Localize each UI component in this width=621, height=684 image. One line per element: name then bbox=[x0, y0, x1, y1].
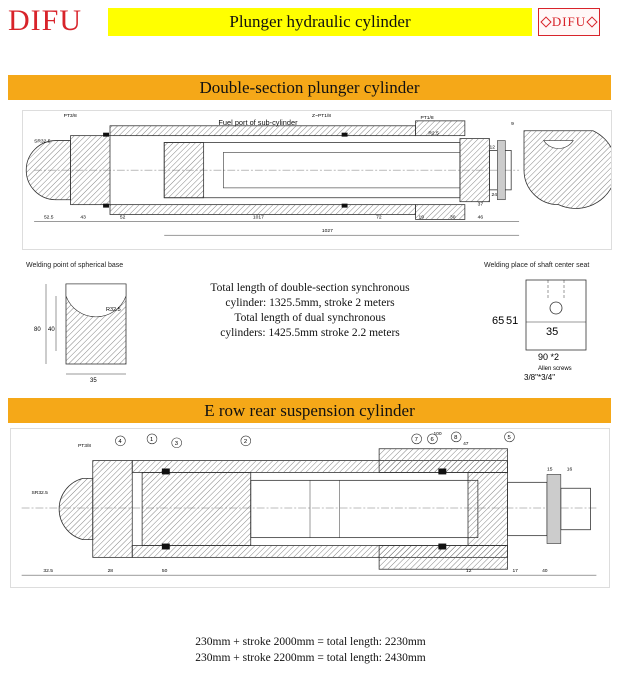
desc-line: Total length of double-section synchrono… bbox=[210, 282, 410, 294]
dim-d1: 52.5 bbox=[44, 214, 54, 220]
callout-label: 7 bbox=[415, 437, 418, 443]
dim-z-pt: Z~PT1/8 bbox=[312, 113, 331, 119]
detail-d40: 40 bbox=[48, 327, 55, 333]
dim-d5: 72 bbox=[376, 214, 382, 220]
dim-pt-left: PT3/8 bbox=[64, 113, 77, 119]
welding-right-label: Welding place of shaft center seat bbox=[484, 262, 590, 269]
callout-label: 2 bbox=[244, 439, 247, 445]
e-dim-d6: 100 bbox=[433, 431, 441, 437]
detail-r: R32.5 bbox=[106, 307, 121, 313]
spherical-base-detail: R32.5 80 40 35 bbox=[34, 283, 127, 384]
callout-label: 3 bbox=[175, 441, 179, 447]
difu-badge-logo: DIFU bbox=[538, 8, 600, 36]
dim-d13: 12 bbox=[490, 144, 496, 150]
callout-label: 5 bbox=[508, 435, 512, 441]
shaft-center-seat-detail: 65 51 35 90 *2 Allen screws 3/8"*3/4" bbox=[492, 279, 587, 382]
e-dim-d7: 47 bbox=[463, 441, 469, 447]
dim-d7: 30 bbox=[450, 214, 456, 220]
callout-label: 4 bbox=[118, 439, 122, 445]
e-dim-sr: SR32.5 bbox=[32, 490, 49, 496]
diamond-icon bbox=[540, 16, 552, 28]
detail-width: 35 bbox=[546, 326, 558, 338]
dim-d12: 9 bbox=[511, 121, 514, 127]
dim-d9: 37 bbox=[478, 202, 484, 208]
fuel-port-label: Fuel port of sub-cylinder bbox=[218, 118, 298, 127]
formula-line-2: 230mm + stroke 2200mm = total length: 24… bbox=[195, 652, 426, 664]
callout-group: 4 1 3 2 7 6 8 5 bbox=[115, 431, 515, 449]
difu-logo: DIFU bbox=[8, 4, 83, 37]
dim-d6: 19 bbox=[419, 214, 425, 220]
dim-pt-right: PT1/8 bbox=[421, 115, 434, 121]
detail-d51: 51 bbox=[506, 315, 518, 327]
detail-angle: 90 *2 bbox=[538, 352, 559, 362]
detail-d80: 80 bbox=[34, 327, 41, 333]
dim-d4: 1017 bbox=[253, 214, 264, 220]
dim-d8: 46 bbox=[478, 214, 484, 220]
section-title-e-row: E row rear suspension cylinder bbox=[8, 398, 611, 423]
e-dim-d9: 16 bbox=[567, 466, 573, 472]
badge-logo-text: DIFU bbox=[551, 14, 587, 29]
e-dim-d4: 17 bbox=[512, 568, 518, 574]
e-dim-d5: 40 bbox=[542, 568, 548, 574]
page-title: Plunger hydraulic cylinder bbox=[108, 8, 532, 36]
desc-line: Total length of dual synchronous bbox=[234, 312, 386, 324]
callout-label: 6 bbox=[430, 437, 434, 443]
double-section-cylinder-drawing: Fuel port of sub-cylinder SR32.5 PT3/8 Z… bbox=[22, 110, 612, 250]
e-dim-pt: PT3/8 bbox=[78, 443, 91, 449]
e-dim-d1: 32.5 bbox=[43, 568, 53, 574]
e-dim-d8: 15 bbox=[547, 466, 553, 472]
detail-screws: Allen screws bbox=[538, 366, 572, 372]
e-row-cylinder-drawing: SR32.5 PT3/8 32.5 28 50 17 40 100 47 15 … bbox=[10, 428, 610, 588]
welding-left-label: Welding point of spherical base bbox=[26, 262, 124, 269]
dim-d2: 43 bbox=[80, 214, 86, 220]
e-dim-d3: 50 bbox=[162, 568, 168, 574]
callout-label: 1 bbox=[150, 437, 153, 443]
diamond-icon bbox=[586, 16, 598, 28]
detail-w: 35 bbox=[90, 378, 97, 384]
dim-d10: 24 bbox=[491, 192, 497, 198]
detail-screw-size: 3/8"*3/4" bbox=[524, 373, 555, 382]
desc-line: cylinders: 1425.5mm stroke 2.2 meters bbox=[220, 327, 400, 339]
e-dim-d10: 12 bbox=[466, 568, 472, 574]
formula-line-1: 230mm + stroke 2000mm = total length: 22… bbox=[195, 636, 426, 648]
dim-sr: SR32.5 bbox=[34, 139, 51, 145]
dim-d11: 1027 bbox=[322, 228, 333, 234]
detail-d65: 65 bbox=[492, 315, 504, 327]
desc-line: cylinder: 1325.5mm, stroke 2 meters bbox=[225, 297, 395, 309]
dim-d3: 52 bbox=[120, 214, 126, 220]
total-length-description: Total length of double-section synchrono… bbox=[185, 281, 435, 341]
callout-label: 8 bbox=[454, 435, 458, 441]
section-title-double-section: Double-section plunger cylinder bbox=[8, 75, 611, 100]
dim-r: R2.5 bbox=[428, 131, 439, 137]
e-dim-d2: 28 bbox=[108, 568, 114, 574]
